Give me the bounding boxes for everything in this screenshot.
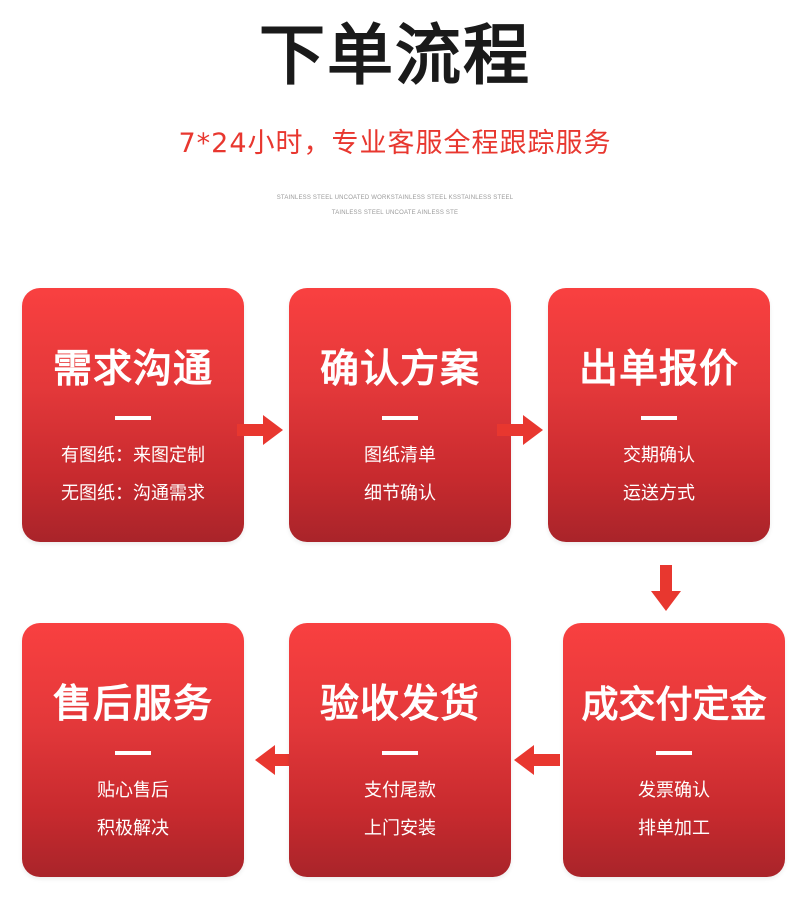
arrow-down-icon <box>651 565 681 611</box>
step-card-inspection-delivery: 验收发货 支付尾款 上门安装 <box>289 623 511 877</box>
step-title: 售后服务 <box>52 682 213 727</box>
step-divider <box>382 416 418 420</box>
step-title: 验收发货 <box>319 682 480 727</box>
arrow-left-icon <box>514 745 560 775</box>
arrow-right-icon <box>237 415 283 445</box>
step-detail: 支付尾款 <box>364 780 436 801</box>
fine-print-line-1: STAINLESS STEEL UNCOATED WORKSTAINLESS S… <box>276 195 514 201</box>
step-detail: 积极解决 <box>97 818 169 839</box>
step-card-confirm-plan: 确认方案 图纸清单 细节确认 <box>289 288 511 542</box>
step-detail: 运送方式 <box>623 483 695 504</box>
step-card-deposit: 成交付定金 发票确认 排单加工 <box>563 623 785 877</box>
fine-print-line-2: TAINLESS STEEL UNCOATE AINLESS STE <box>331 210 459 216</box>
step-card-requirement: 需求沟通 有图纸：来图定制 无图纸：沟通需求 <box>22 288 244 542</box>
step-divider <box>115 416 151 420</box>
step-divider <box>656 751 692 755</box>
page-title: 下单流程 <box>259 17 531 94</box>
step-card-quotation: 出单报价 交期确认 运送方式 <box>548 288 770 542</box>
step-title: 确认方案 <box>319 347 480 392</box>
step-detail: 发票确认 <box>638 780 710 801</box>
step-detail: 交期确认 <box>623 445 695 466</box>
step-title: 成交付定金 <box>581 683 767 726</box>
step-title: 需求沟通 <box>52 347 213 392</box>
arrow-right-icon <box>497 415 543 445</box>
step-detail: 图纸清单 <box>364 445 436 466</box>
step-detail: 无图纸：沟通需求 <box>61 483 205 504</box>
step-divider <box>641 416 677 420</box>
step-title: 出单报价 <box>578 347 739 392</box>
step-card-after-sales: 售后服务 贴心售后 积极解决 <box>22 623 244 877</box>
step-divider <box>115 751 151 755</box>
page-subtitle: 7*24小时，专业客服全程跟踪服务 <box>178 128 612 159</box>
step-detail: 排单加工 <box>638 818 710 839</box>
step-detail: 上门安装 <box>364 818 436 839</box>
step-detail: 贴心售后 <box>97 780 169 801</box>
step-detail: 细节确认 <box>364 483 436 504</box>
arrow-left-icon <box>255 745 301 775</box>
step-divider <box>382 751 418 755</box>
step-detail: 有图纸：来图定制 <box>61 445 205 466</box>
